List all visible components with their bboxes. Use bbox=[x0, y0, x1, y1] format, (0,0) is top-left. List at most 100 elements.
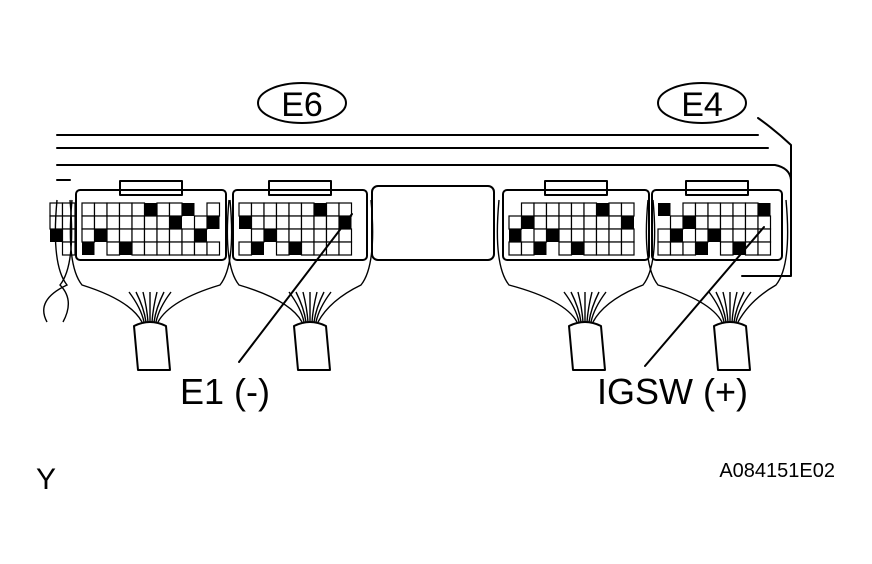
pin-cavity bbox=[608, 215, 623, 230]
pin-cavity bbox=[719, 228, 734, 243]
harness-bundle bbox=[713, 321, 751, 371]
pin-cavity bbox=[206, 202, 221, 217]
pin-cavity bbox=[508, 241, 523, 256]
harness-wire bbox=[311, 291, 318, 323]
pin-cavity bbox=[620, 228, 635, 243]
harness-wire bbox=[586, 291, 593, 323]
pin-cavity-plug bbox=[621, 216, 634, 229]
pin-cavity bbox=[238, 202, 253, 217]
pin-cavity bbox=[143, 228, 158, 243]
harness-wire bbox=[151, 291, 158, 323]
connector-latch bbox=[685, 180, 749, 196]
pin-cavity bbox=[595, 215, 610, 230]
connector-latch bbox=[119, 180, 183, 196]
pin-cavity bbox=[583, 228, 598, 243]
harness-wire bbox=[302, 291, 309, 323]
pin-cavity bbox=[168, 228, 183, 243]
pin-cavity bbox=[206, 241, 221, 256]
harness-bundle bbox=[293, 321, 331, 371]
pin-cavity bbox=[143, 241, 158, 256]
pin-cavity-plug bbox=[683, 216, 696, 229]
pin-cavity bbox=[545, 202, 560, 217]
pin-cavity-plug bbox=[534, 242, 547, 255]
pin-cavity bbox=[744, 241, 759, 256]
harness-bundle bbox=[133, 321, 171, 371]
harness-bundle bbox=[568, 321, 606, 371]
harness-wire bbox=[142, 291, 149, 323]
pin-cavity-plug bbox=[119, 242, 132, 255]
pin-cavity bbox=[570, 215, 585, 230]
pin-cavity-plug bbox=[169, 216, 182, 229]
pin-cavity bbox=[250, 215, 265, 230]
pin-cavity bbox=[181, 228, 196, 243]
connector-e4-left-half bbox=[496, 180, 656, 371]
pin-cavity bbox=[131, 215, 146, 230]
harness-boot-left bbox=[226, 199, 303, 323]
pin-cavity-plug bbox=[596, 203, 609, 216]
pin-cavity bbox=[682, 241, 697, 256]
harness-wire bbox=[313, 291, 325, 323]
pin-cavity bbox=[719, 202, 734, 217]
harness-wire bbox=[315, 291, 332, 323]
pin-cavity bbox=[744, 215, 759, 230]
pin-cavity bbox=[181, 241, 196, 256]
pin-cavity-plug bbox=[251, 242, 264, 255]
pin-cavity-plug bbox=[658, 203, 671, 216]
pin-cavity bbox=[106, 241, 121, 256]
harness-boot-right bbox=[737, 199, 789, 323]
ecu-housing bbox=[56, 117, 792, 277]
pin-cavity bbox=[143, 215, 158, 230]
pin-cavity bbox=[238, 241, 253, 256]
pin-cavity bbox=[325, 202, 340, 217]
harness-wire bbox=[577, 291, 584, 323]
pin-cavity bbox=[313, 228, 328, 243]
pin-cavity bbox=[595, 228, 610, 243]
pin-cavity bbox=[193, 241, 208, 256]
pin-cavity-plug bbox=[239, 216, 252, 229]
pin-cavity bbox=[732, 228, 747, 243]
pin-cavity-plug bbox=[521, 216, 534, 229]
pin-cavity bbox=[682, 202, 697, 217]
pin-cavity-plug bbox=[207, 216, 220, 229]
harness-wire bbox=[155, 291, 172, 323]
pin-cavity bbox=[288, 215, 303, 230]
pin-cavity bbox=[156, 202, 171, 217]
pin-cavity bbox=[81, 202, 96, 217]
pin-cavity-plug bbox=[144, 203, 157, 216]
pin-cavity bbox=[608, 241, 623, 256]
harness-wire bbox=[588, 291, 600, 323]
pin-cavity bbox=[657, 228, 672, 243]
connector-callout-e4: E4 bbox=[657, 82, 747, 124]
pin-cavity bbox=[533, 202, 548, 217]
pin-cavity bbox=[300, 202, 315, 217]
pin-cavity bbox=[570, 228, 585, 243]
harness-boot-left bbox=[43, 199, 69, 323]
pin-cavity bbox=[719, 215, 734, 230]
pin-cavity bbox=[620, 241, 635, 256]
pin-cavity bbox=[558, 202, 573, 217]
pin-cavity-plug bbox=[733, 242, 746, 255]
pin-cavity bbox=[250, 202, 265, 217]
harness-boot-left bbox=[645, 199, 723, 323]
pin-cavity bbox=[558, 215, 573, 230]
figure-code: A084151E02 bbox=[719, 460, 835, 482]
leader-line-igsw bbox=[644, 226, 765, 367]
harness-wire bbox=[135, 291, 147, 323]
pin-cavity bbox=[106, 228, 121, 243]
pin-cavity bbox=[81, 228, 96, 243]
pin-cavity bbox=[61, 228, 76, 243]
pin-cavity bbox=[156, 241, 171, 256]
pin-cavity bbox=[533, 215, 548, 230]
harness-wire bbox=[731, 291, 738, 323]
connector-latch bbox=[268, 180, 332, 196]
pin-cavity bbox=[93, 215, 108, 230]
harness-wire bbox=[128, 291, 145, 323]
pin-cavity bbox=[313, 215, 328, 230]
pin-cavity-plug bbox=[82, 242, 95, 255]
pin-cavity bbox=[131, 228, 146, 243]
pin-cavity bbox=[657, 241, 672, 256]
pin-cavity bbox=[131, 202, 146, 217]
pin-cavity-plug bbox=[708, 229, 721, 242]
pin-cavity bbox=[81, 215, 96, 230]
pin-cavity bbox=[583, 215, 598, 230]
